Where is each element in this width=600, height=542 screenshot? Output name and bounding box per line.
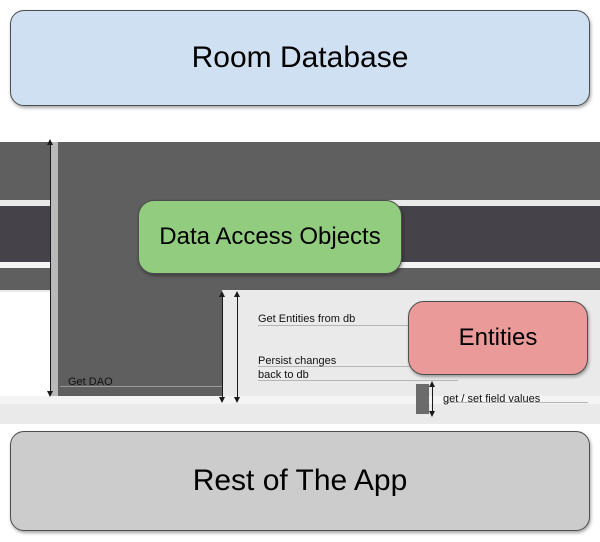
node-room-database[interactable]: Room Database (10, 10, 590, 106)
connector-dao-to-app-b (237, 296, 238, 400)
arrow-down-dao-b (234, 397, 240, 403)
edge-label-get-dao: Get DAO (68, 376, 113, 388)
node-rest-of-the-app[interactable]: Rest of The App (10, 431, 590, 531)
connector-dao-to-app-a (222, 296, 223, 400)
overlay-left-strip (50, 142, 58, 396)
artifact-rule-1 (60, 386, 222, 387)
arrow-up-dao-a (219, 291, 225, 297)
overlay-entities-strip (416, 384, 429, 414)
arrow-up-room (47, 139, 53, 145)
artifact-rule-4 (258, 380, 458, 381)
node-data-access-objects[interactable]: Data Access Objects (138, 200, 402, 274)
node-entities[interactable]: Entities (408, 301, 588, 375)
overlay-band-1 (0, 142, 600, 200)
arrow-down-dao-a (219, 397, 225, 403)
edge-label-get-entities-from-db: Get Entities from db (258, 313, 356, 325)
edge-label-persist-changes-back-to-db: Persist changes back to db (258, 355, 337, 381)
connector-room-to-app (50, 144, 51, 394)
arrow-up-entities (429, 381, 435, 387)
overlay-band-7 (0, 396, 600, 404)
edge-label-get-set-field-values: get / set field values (443, 393, 541, 405)
arrow-up-dao-b (234, 291, 240, 297)
artifact-rule-5 (443, 402, 588, 403)
connector-entities-to-app (432, 386, 433, 414)
arrow-down-entities (429, 411, 435, 417)
overlay-band-6 (0, 290, 600, 292)
overlay-band-8 (0, 404, 600, 424)
arrow-down-app (47, 391, 53, 397)
